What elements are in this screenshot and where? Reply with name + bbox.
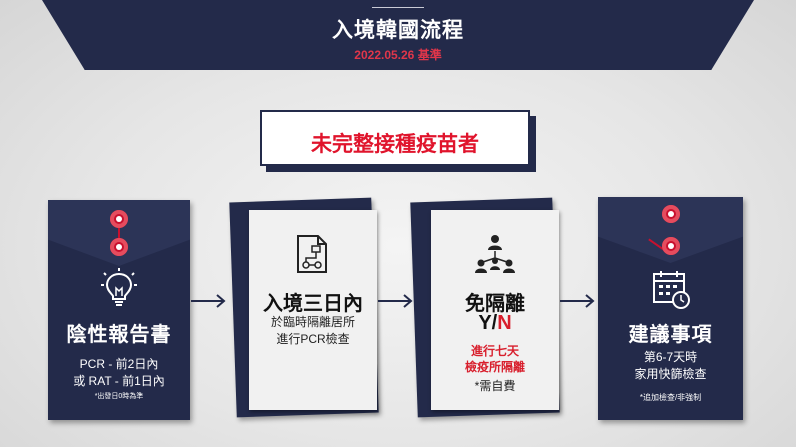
step-1-note: *出發日0時為準 — [94, 393, 144, 400]
category-box: 未完整接種疫苗者 — [260, 110, 530, 166]
category-label: 未完整接種疫苗者 — [311, 133, 479, 156]
step-1-envelope: 陰性報告書 PCR - 前2日內 或 RAT - 前1日內 *出發日0時為準 — [48, 200, 190, 420]
step-4-note: *追加檢查/非強制 — [639, 393, 702, 402]
arrow-right-icon — [378, 294, 413, 308]
calendar-clock-icon — [653, 271, 690, 309]
step-4-line-2: 家用快篩檢查 — [634, 367, 707, 381]
step-3-red-line-1: 進行七天 — [470, 344, 519, 358]
step-3-title: 免隔離 — [465, 293, 525, 315]
step-1-line-1: PCR - 前2日內 — [79, 357, 159, 371]
step-2-card: 入境三日內 於臨時隔離居所 進行PCR檢查 — [249, 210, 377, 410]
header-divider — [372, 7, 424, 8]
arrow-right-icon — [191, 294, 226, 308]
step-2-line-1: 於臨時隔離居所 — [270, 315, 355, 329]
envelope-button-bottom — [662, 237, 680, 255]
flowchart-icon — [297, 235, 327, 273]
envelope-button-top — [662, 205, 680, 223]
envelope-string — [118, 218, 120, 246]
step-1-line-2: 或 RAT - 前1日內 — [73, 374, 165, 388]
people-network-icon — [475, 235, 515, 273]
no-label: N — [497, 312, 512, 334]
step-3-fee: *需自費 — [474, 379, 516, 393]
page-title: 入境韓國流程 — [332, 19, 464, 42]
step-1-title: 陰性報告書 — [66, 324, 172, 346]
envelope-button-top — [110, 210, 128, 228]
arrow-right-icon — [560, 294, 595, 308]
step-4-title: 建議事項 — [628, 324, 713, 346]
step-2-line-2: 進行PCR檢查 — [276, 332, 350, 346]
step-2-title: 入境三日內 — [263, 293, 363, 315]
step-4-envelope: 建議事項 第6-7天時 家用快篩檢查 *追加檢查/非強制 — [598, 197, 743, 420]
header-banner — [42, 0, 754, 70]
envelope-button-bottom — [110, 238, 128, 256]
yes-label: Y/ — [478, 312, 498, 334]
step-3-red-line-2: 檢疫所隔離 — [464, 360, 525, 374]
lightbulb-icon — [101, 268, 137, 306]
step-3-yn: Y/N — [431, 312, 559, 335]
step-4-line-1: 第6-7天時 — [643, 350, 698, 364]
page-date: 2022.05.26 基準 — [354, 48, 442, 62]
step-3-card: 免隔離 Y/N 進行七天 檢疫所隔離 *需自費 — [431, 210, 559, 410]
